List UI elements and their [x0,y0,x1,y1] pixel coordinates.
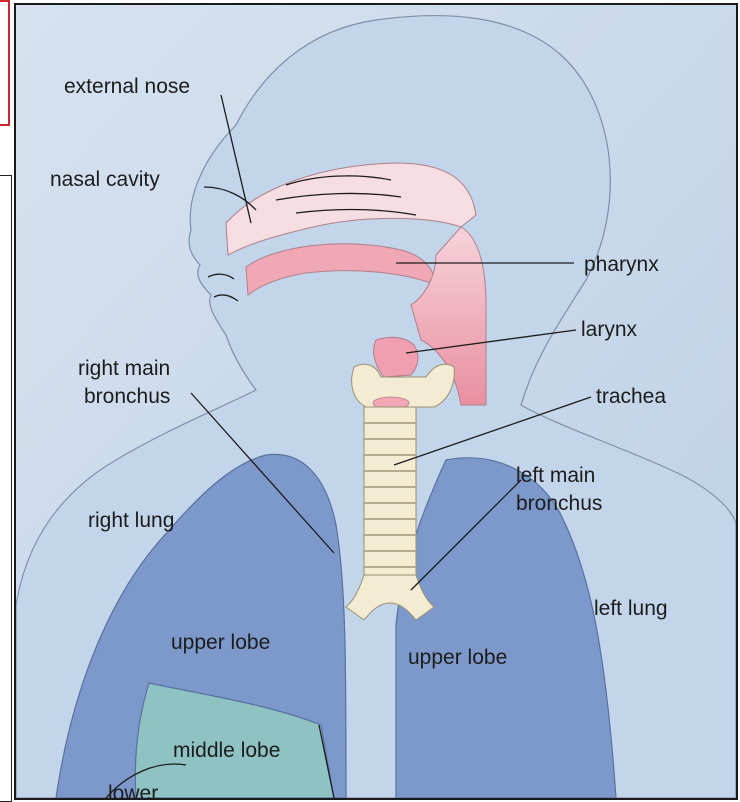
diagram-svg: external nose nasal cavity pharynx laryn… [16,5,736,798]
label-trachea: trachea [596,385,666,408]
label-upper-lobe-right: upper lobe [171,631,270,654]
label-lower-lobe-partial: lower [108,782,158,798]
larynx-structure [374,337,418,377]
label-right-main-bronchus-line2: bronchus [84,385,170,408]
label-upper-lobe-left: upper lobe [408,646,507,669]
label-right-main-bronchus-line1: right main [78,357,170,380]
label-left-lung: left lung [594,597,668,620]
label-larynx: larynx [581,318,638,341]
label-left-main-bronchus-line2: bronchus [516,492,602,515]
label-middle-lobe: middle lobe [173,739,280,762]
trachea-rings [364,407,416,577]
label-nasal-cavity: nasal cavity [50,168,160,191]
label-external-nose: external nose [64,75,190,98]
red-margin-mark [0,0,10,126]
label-pharynx: pharynx [584,253,659,276]
black-margin-mark [0,175,12,802]
label-left-main-bronchus-line1: left main [516,464,595,487]
respiratory-system-diagram: external nose nasal cavity pharynx laryn… [14,3,738,800]
label-right-lung: right lung [88,509,174,532]
